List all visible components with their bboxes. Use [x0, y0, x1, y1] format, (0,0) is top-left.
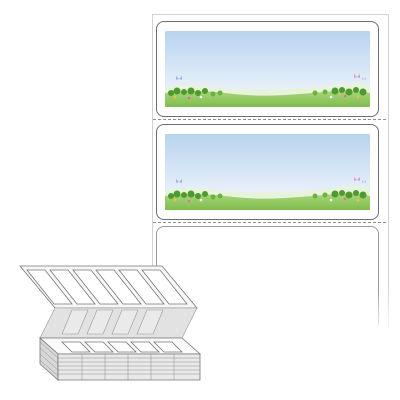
butterfly-icon [176, 74, 366, 80]
stack-top-flap [19, 265, 198, 309]
printed-label-2 [156, 124, 379, 220]
flower-icon [173, 94, 360, 100]
flower-icon [173, 197, 360, 203]
meadow-illustration [165, 134, 370, 210]
meadow-image [165, 134, 370, 210]
stack-middle-fold [39, 307, 198, 339]
perforation-line [153, 222, 386, 223]
stack-block [38, 337, 202, 381]
stack-layers [39, 341, 200, 380]
butterfly-icon [176, 177, 366, 183]
fanfold-stack-illustration [19, 265, 202, 381]
meadow-image [165, 31, 370, 107]
printed-label-1 [156, 21, 379, 117]
perforation-line [153, 119, 386, 120]
meadow-illustration [165, 31, 370, 107]
